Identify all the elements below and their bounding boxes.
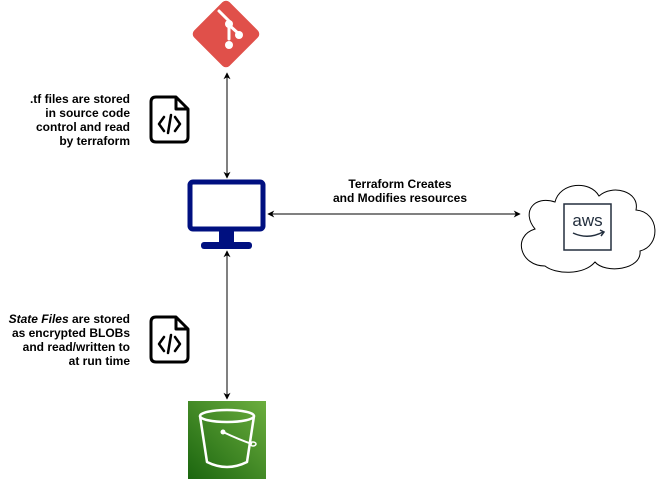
resources-label: Terraform Creates and Modifies resources [310,177,490,205]
aws-logo-text: aws [572,211,602,230]
tf-files-label-line: in source code [45,106,130,120]
state-files-label-line: at run time [68,354,130,368]
aws-logo-icon: aws [563,203,612,251]
code-file-icon [149,95,190,144]
cloud-icon [520,184,656,273]
tf-files-label-line: by terraform [59,134,130,148]
git-logo-icon [192,0,260,68]
tf-files-label-line: control and read [35,120,130,134]
code-file-icon [149,315,190,364]
resources-label-line: Terraform Creates [348,177,452,191]
resources-label-line: and Modifies resources [332,191,468,205]
tf-files-label: .tf files are stored in source code cont… [30,92,130,148]
state-files-label-line: State Files are stored [9,312,130,326]
state-files-label-line: as encrypted BLOBs [11,326,130,340]
tf-files-label-line: .tf files are stored [29,92,130,106]
state-files-label-rest: are stored [68,312,130,326]
s3-bucket-icon [188,401,266,479]
state-files-label-line: and read/written to [22,340,130,354]
state-files-emphasis: State Files [8,312,69,326]
monitor-icon [187,179,266,249]
state-files-label: State Files are stored as encrypted BLOB… [9,312,130,368]
